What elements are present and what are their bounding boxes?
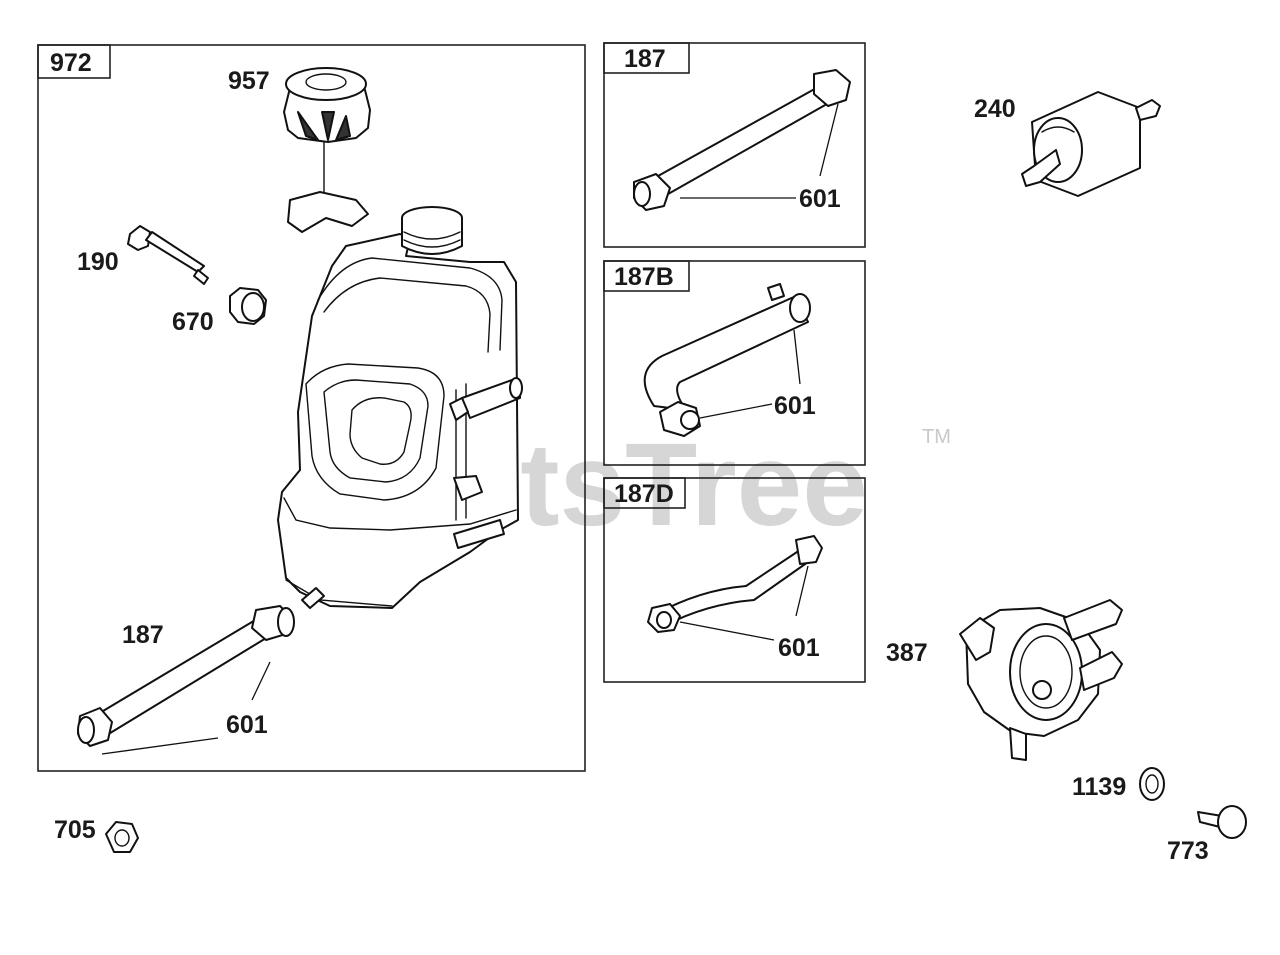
group-187b-tag (603, 260, 690, 292)
group-972-tag (37, 44, 111, 79)
fuel-line-straight-part[interactable] (633, 69, 851, 211)
callout-773[interactable]: 773 (1167, 837, 1209, 865)
bolt-part[interactable] (127, 225, 209, 285)
leader-601-d (679, 565, 809, 641)
group-187: 187 601 (603, 42, 866, 248)
group-972-frame (37, 44, 586, 772)
group-187d: 187D 601 (603, 477, 866, 683)
group-187d-frame (603, 477, 866, 683)
callout-387[interactable]: 387 (886, 639, 928, 667)
fuel-pump-part[interactable] (959, 599, 1123, 761)
group-187-tag (603, 42, 690, 74)
callout-190[interactable]: 190 (77, 248, 119, 276)
leader-601-main (101, 661, 271, 755)
leader-601-a (680, 103, 839, 199)
fuel-line-187-part[interactable] (77, 605, 295, 747)
fuel-filter-part[interactable] (1021, 91, 1161, 197)
callout-705[interactable]: 705 (54, 816, 96, 844)
leader-601-b (699, 329, 801, 419)
group-187-frame (603, 42, 866, 248)
callout-601-a[interactable]: 601 (799, 185, 841, 213)
callout-1139[interactable]: 1139 (1072, 773, 1126, 801)
fuel-cap-part[interactable] (283, 67, 371, 233)
group-972-label[interactable]: 972 (50, 49, 92, 77)
group-187b-frame (603, 260, 866, 466)
callout-240[interactable]: 240 (974, 95, 1016, 123)
fuel-tank-part[interactable] (277, 206, 523, 609)
watermark-trademark: TM (922, 426, 951, 448)
group-187d-tag (603, 477, 686, 509)
callout-670[interactable]: 670 (172, 308, 214, 336)
group-972: 972 957 190 670 (37, 44, 586, 772)
grommet-part[interactable] (229, 287, 267, 325)
fuel-line-bent-part[interactable] (643, 283, 811, 437)
callout-957[interactable]: 957 (228, 67, 270, 95)
nut-part[interactable] (105, 821, 139, 853)
callout-601-b[interactable]: 601 (774, 392, 816, 420)
callout-601-d[interactable]: 601 (778, 634, 820, 662)
group-187-label[interactable]: 187 (624, 45, 666, 73)
fuel-line-short-part[interactable] (647, 535, 823, 633)
washer-part[interactable] (1139, 767, 1165, 801)
group-187b: 187B 601 (603, 260, 866, 466)
callout-601-main[interactable]: 601 (226, 711, 268, 739)
plug-part[interactable] (1197, 805, 1247, 839)
group-187d-label[interactable]: 187D (614, 480, 674, 508)
group-187b-label[interactable]: 187B (614, 263, 674, 291)
callout-187[interactable]: 187 (122, 621, 164, 649)
